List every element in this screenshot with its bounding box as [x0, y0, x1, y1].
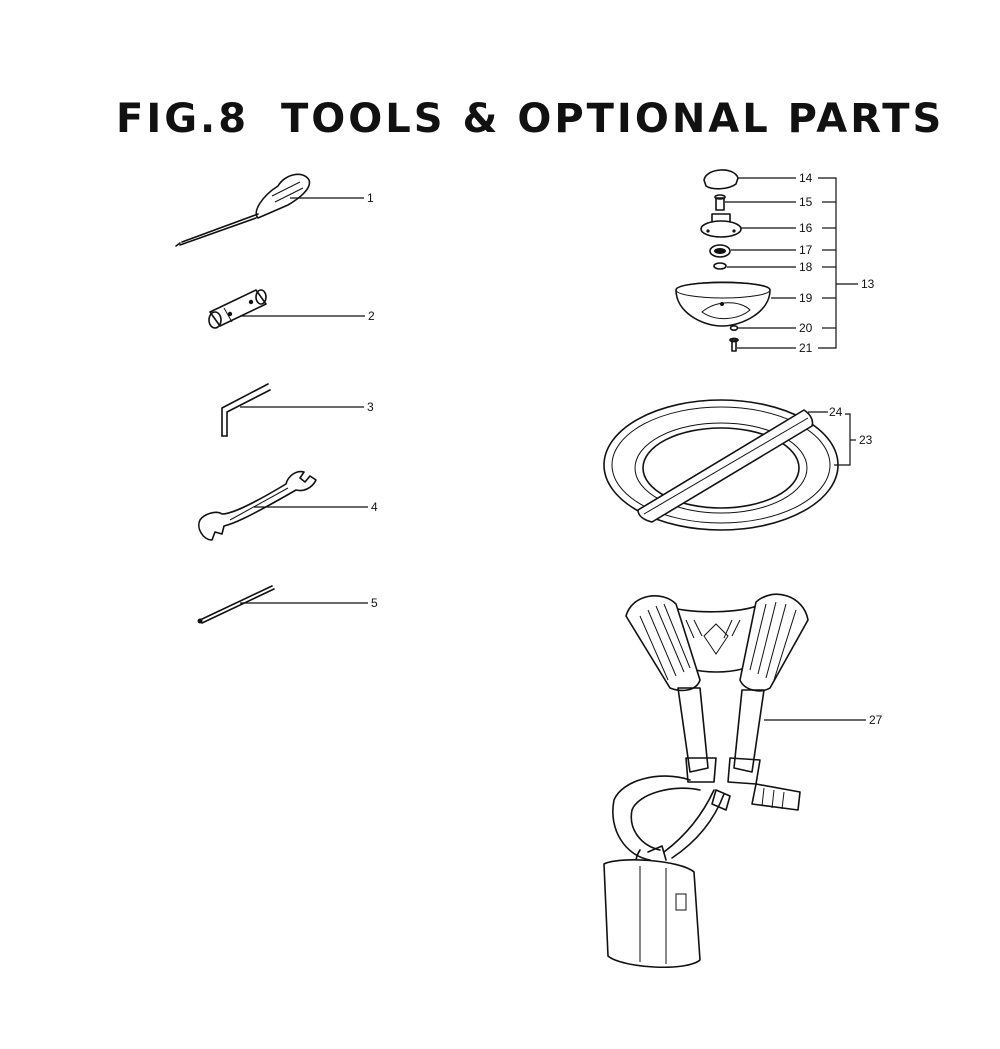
- callout-23: 23: [859, 433, 873, 447]
- figure-caption: TOOLS & OPTIONAL PARTS: [281, 96, 945, 142]
- callout-17: 17: [799, 243, 813, 257]
- callout-24: 24: [829, 405, 843, 419]
- callout-4: 4: [371, 500, 378, 514]
- callout-18: 18: [799, 260, 813, 274]
- callout-27: 27: [869, 713, 883, 727]
- callout-20: 20: [799, 321, 813, 335]
- harness-part: [603, 593, 809, 968]
- callout-3: 3: [367, 400, 374, 414]
- callout-5: 5: [371, 596, 378, 610]
- hip-pad-part: [603, 399, 839, 531]
- wrench-part: [198, 470, 317, 541]
- callout-16: 16: [799, 221, 813, 235]
- screwdriver-part: [175, 173, 311, 247]
- bracket-13: [818, 177, 858, 349]
- box-spanner-part: [208, 289, 267, 329]
- hex-key-part: [221, 383, 271, 437]
- figure-number: FIG.8: [116, 96, 250, 142]
- blade-assembly-parts: [675, 169, 771, 352]
- callout-15: 15: [799, 195, 813, 209]
- callout-1: 1: [367, 191, 374, 205]
- callout-14: 14: [799, 171, 813, 185]
- rod-part: [197, 585, 275, 624]
- callout-21: 21: [799, 341, 813, 355]
- bracket-23: [834, 413, 856, 466]
- callout-2: 2: [368, 309, 375, 323]
- callout-19: 19: [799, 291, 813, 305]
- callout-13: 13: [861, 277, 875, 291]
